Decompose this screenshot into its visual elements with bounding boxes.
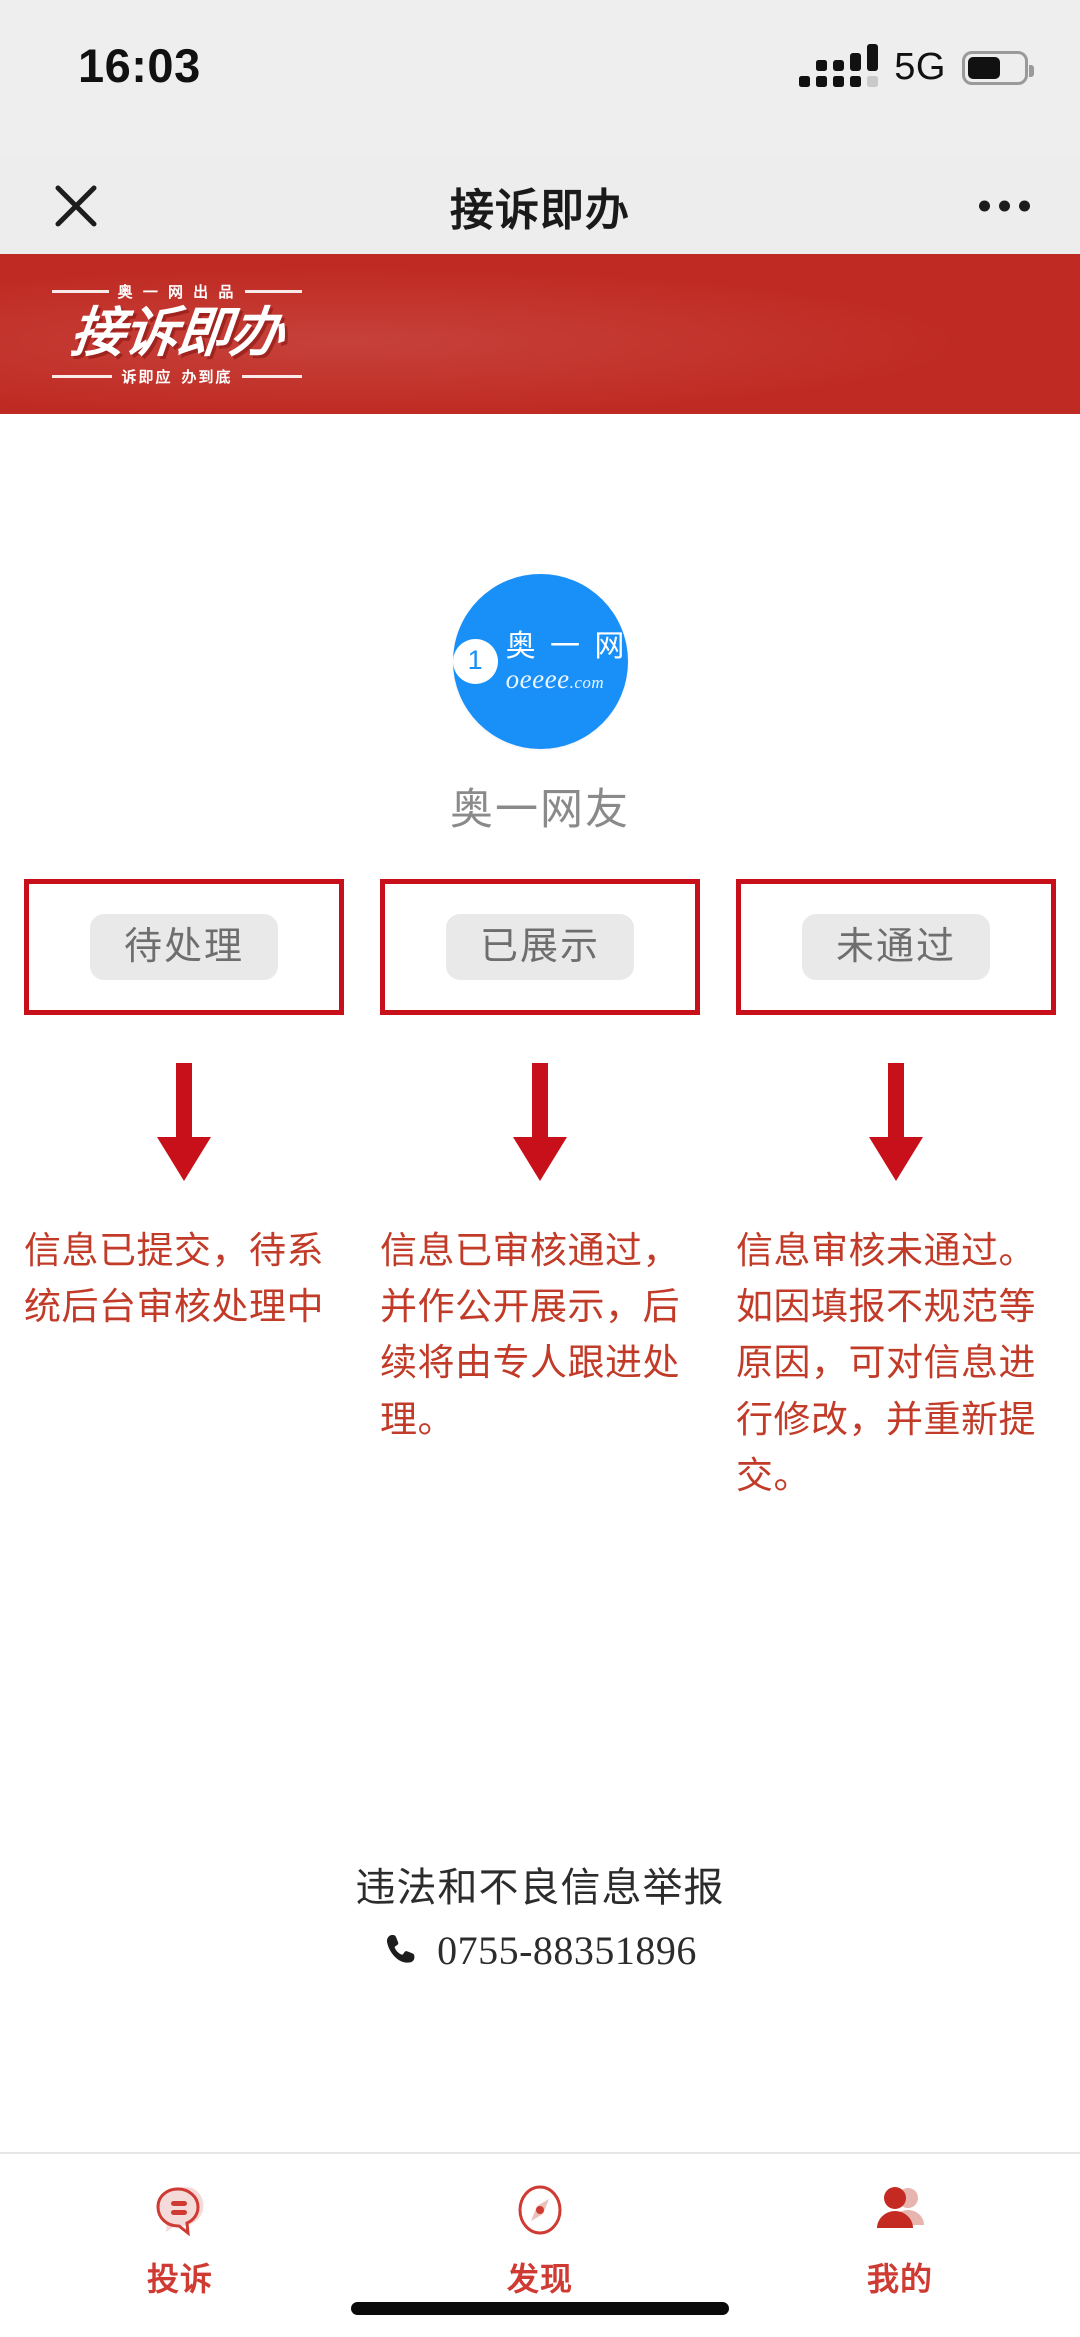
down-arrow-icon — [154, 1063, 214, 1183]
status-flow-item: 待处理 信息已提交，待系统后台审核处理中 — [24, 879, 344, 1335]
status-bar-time: 16:03 — [78, 39, 201, 92]
compass-icon — [508, 2180, 572, 2244]
status-chip-label: 未通过 — [801, 914, 990, 980]
speech-bubble-icon — [148, 2180, 212, 2244]
rule-right — [245, 290, 303, 294]
brand-logo: 奥 一 网 出 品 接诉即办 诉即应 办到底 — [52, 281, 303, 387]
tab-discover[interactable]: 发现 — [360, 2154, 720, 2337]
footer: 违法和不良信息举报 0755-88351896 — [0, 1855, 1080, 1974]
status-box-pending[interactable]: 待处理 — [24, 879, 344, 1015]
status-flow-item: 未通过 信息审核未通过。如因填报不规范等原因，可对信息进行修改，并重新提交。 — [736, 879, 1056, 1504]
rule-left — [52, 290, 109, 294]
brand-banner: 奥 一 网 出 品 接诉即办 诉即应 办到底 — [0, 254, 1080, 414]
report-label[interactable]: 违法和不良信息举报 — [355, 1866, 725, 1910]
person-icon — [868, 2180, 932, 2244]
nav-bar: 接诉即办 — [0, 158, 1080, 254]
network-type-label: 5G — [894, 46, 946, 88]
status-box-rejected[interactable]: 未通过 — [736, 879, 1056, 1015]
brand-logo-bottom-tag: 诉即应 办到底 — [52, 366, 302, 387]
brand-producer-label: 奥 一 网 出 品 — [117, 284, 237, 302]
battery-icon — [962, 50, 1034, 85]
brand-slogan-right: 办到底 — [181, 368, 233, 386]
avatar-badge: 1 — [452, 639, 498, 684]
signal-bars-icon — [799, 43, 879, 87]
status-chip-label: 待处理 — [89, 914, 278, 980]
status-box-displayed[interactable]: 已展示 — [380, 879, 700, 1015]
tab-bar: 投诉 发现 我的 — [0, 2152, 1080, 2337]
page-title: 接诉即办 — [450, 186, 630, 235]
tab-mine[interactable]: 我的 — [720, 2154, 1080, 2337]
status-description: 信息已提交，待系统后台审核处理中 — [24, 1230, 324, 1328]
status-description: 信息审核未通过。如因填报不规范等原因，可对信息进行修改，并重新提交。 — [736, 1230, 1036, 1496]
tab-label: 我的 — [866, 2261, 933, 2297]
report-phone[interactable]: 0755-88351896 — [383, 1927, 697, 1974]
avatar-brand-en: oeeee.com — [505, 663, 605, 694]
tab-label: 投诉 — [146, 2261, 213, 2297]
close-icon[interactable] — [48, 178, 104, 234]
rule-left-2 — [52, 374, 113, 378]
status-flow: 待处理 信息已提交，待系统后台审核处理中 已展示 信息已审核通过，并作公开展示，… — [0, 879, 1080, 1504]
more-dots-icon[interactable] — [979, 200, 1030, 212]
status-bar: 16:03 5G — [0, 0, 1080, 158]
tab-complaint[interactable]: 投诉 — [0, 2154, 360, 2337]
main-content: 1 奥 一 网 oeeee.com 奥一网友 待处理 信息已提交，待系统后台审核… — [0, 414, 1080, 2152]
avatar: 1 奥 一 网 oeeee.com — [452, 574, 628, 749]
brand-logo-top-tag: 奥 一 网 出 品 — [52, 281, 303, 302]
down-arrow-icon — [866, 1063, 926, 1183]
brand-logo-title: 接诉即办 — [67, 303, 287, 364]
rule-right-2 — [241, 374, 302, 378]
down-arrow-icon — [510, 1063, 570, 1183]
home-indicator[interactable] — [351, 2302, 729, 2315]
avatar-brand-cn: 奥 一 网 — [505, 630, 628, 664]
brand-slogan-left: 诉即应 — [121, 368, 173, 386]
status-bar-indicators: 5G — [799, 43, 1034, 89]
profile-block: 1 奥 一 网 oeeee.com 奥一网友 — [0, 414, 1080, 837]
username-label: 奥一网友 — [450, 786, 630, 834]
phone-number: 0755-88351896 — [437, 1928, 697, 1973]
phone-icon — [383, 1932, 421, 1970]
status-flow-item: 已展示 信息已审核通过，并作公开展示，后续将由专人跟进处理。 — [380, 879, 700, 1448]
status-chip-label: 已展示 — [445, 914, 634, 980]
status-description: 信息已审核通过，并作公开展示，后续将由专人跟进处理。 — [380, 1230, 680, 1440]
avatar-brand: 奥 一 网 oeeee.com — [506, 630, 628, 693]
tab-label: 发现 — [506, 2261, 573, 2297]
